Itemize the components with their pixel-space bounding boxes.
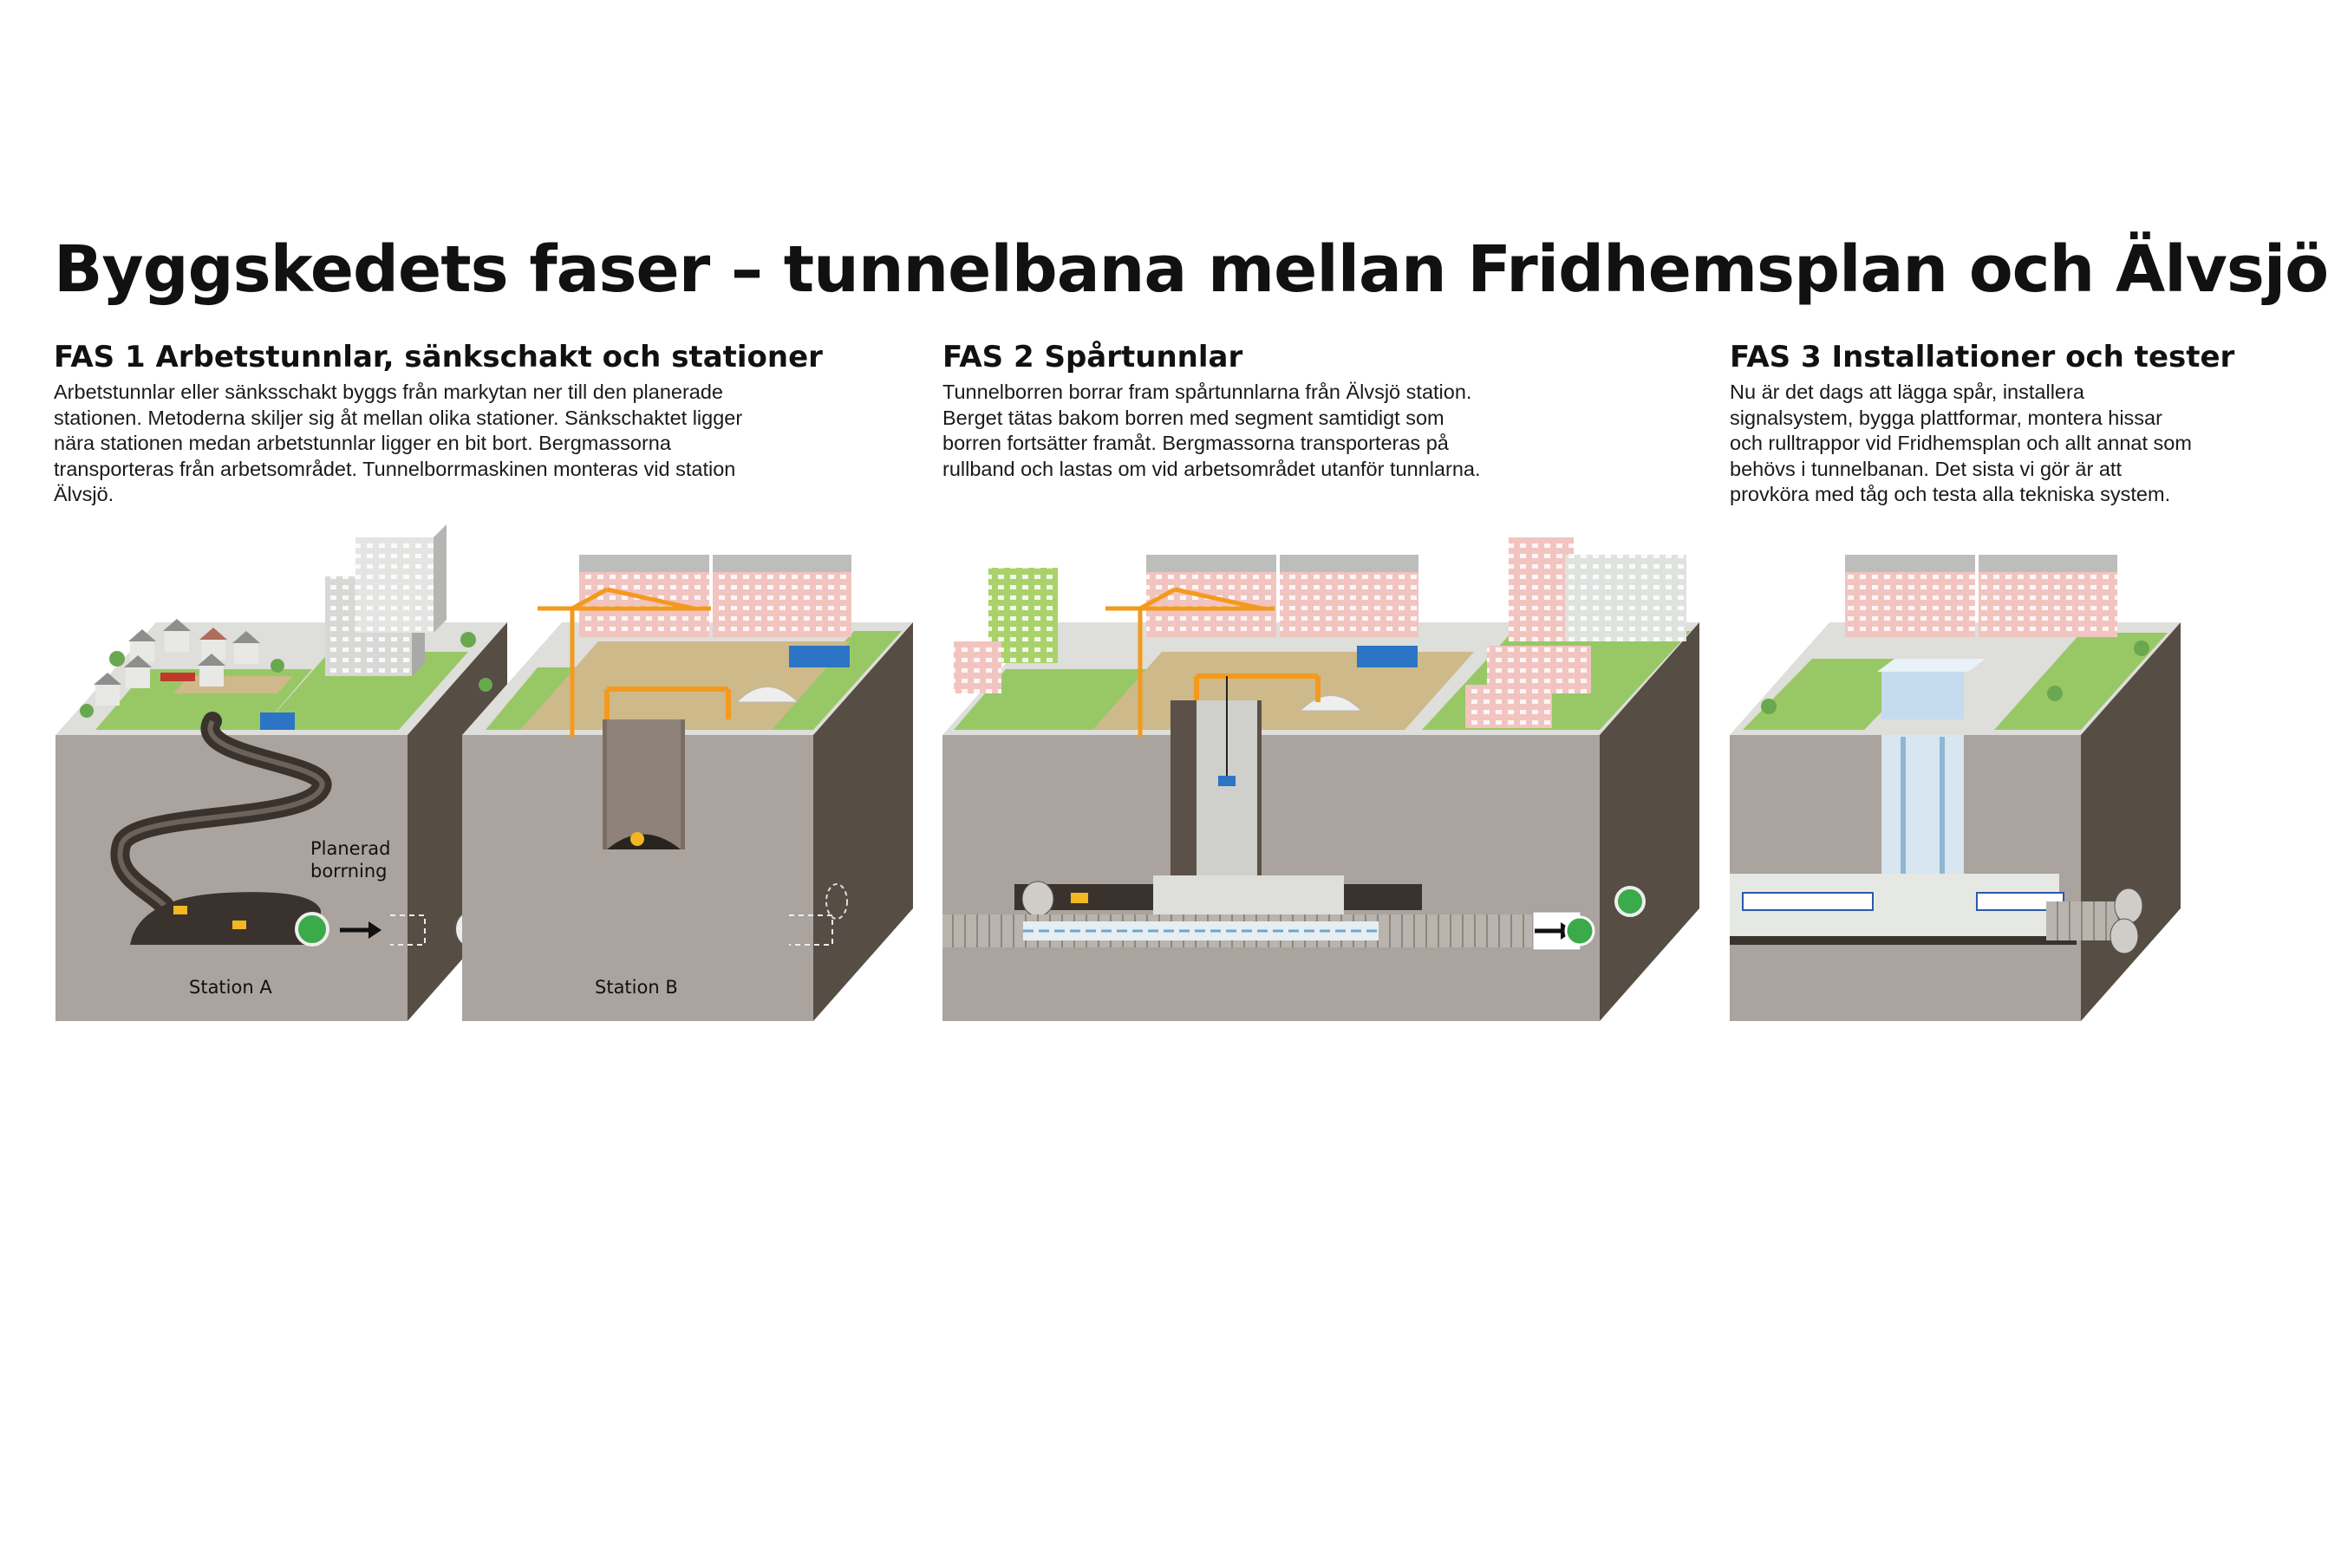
planned-label-line1: Planerad: [310, 838, 390, 859]
station-a-label: Station A: [189, 977, 272, 998]
construction-illustration: Planerad borrning Station A: [55, 524, 2181, 1021]
station-cavern-a: [130, 892, 321, 945]
phase-3: FAS 3 Installationer och tester Nu är de…: [1730, 340, 2235, 508]
houses: [94, 619, 260, 706]
site-office: [260, 712, 295, 730]
gantry-crane: [604, 686, 731, 719]
tall-buildings: [325, 524, 447, 676]
apartment-blocks: [579, 555, 851, 637]
crane-icon: [538, 587, 711, 737]
train-left: [1742, 892, 1874, 911]
phase-3-text: Nu är det dags att lägga spår, installer…: [1730, 381, 2192, 505]
blast-icon: [630, 832, 644, 846]
phase-1-heading: FAS 1 Arbetstunnlar, sänkschakt och stat…: [54, 340, 823, 374]
site-cabins: [789, 646, 850, 667]
page-title: Byggskedets faser – tunnelbana mellan Fr…: [54, 232, 2328, 307]
planned-label-line2: borrning: [310, 861, 388, 882]
phase-2: FAS 2 Spårtunnlar Tunnelborren borrar fr…: [942, 340, 1497, 482]
tbm-icon: [295, 912, 329, 947]
work-area: [520, 641, 850, 730]
block-phase-2: [942, 537, 1699, 1021]
station-hall-2: [1153, 875, 1344, 914]
phase-3-heading: FAS 3 Installationer och tester: [1730, 340, 2235, 374]
tent: [735, 686, 799, 703]
tbm-icon-2: [1564, 915, 1595, 947]
phase-2-text: Tunnelborren borrar fram spårtunnlarna f…: [942, 381, 1481, 480]
phase-1-text: Arbetstunnlar eller sänksschakt byggs fr…: [54, 381, 743, 505]
phase-1: FAS 1 Arbetstunnlar, sänkschakt och stat…: [54, 340, 823, 508]
escalator-shaft: [1881, 735, 1964, 891]
rock-front: [55, 735, 408, 1021]
bus: [160, 673, 195, 681]
station-entrance: [1881, 672, 1964, 719]
station-b-label: Station B: [595, 977, 678, 998]
block-station-b: Station B: [462, 555, 913, 1021]
block-station-a: Planerad borrning Station A: [55, 524, 507, 1021]
trees: [80, 632, 492, 718]
block-phase-3: [1730, 555, 2181, 1021]
phase-2-heading: FAS 2 Spårtunnlar: [942, 340, 1243, 374]
crane-icon-2: [1105, 587, 1275, 737]
